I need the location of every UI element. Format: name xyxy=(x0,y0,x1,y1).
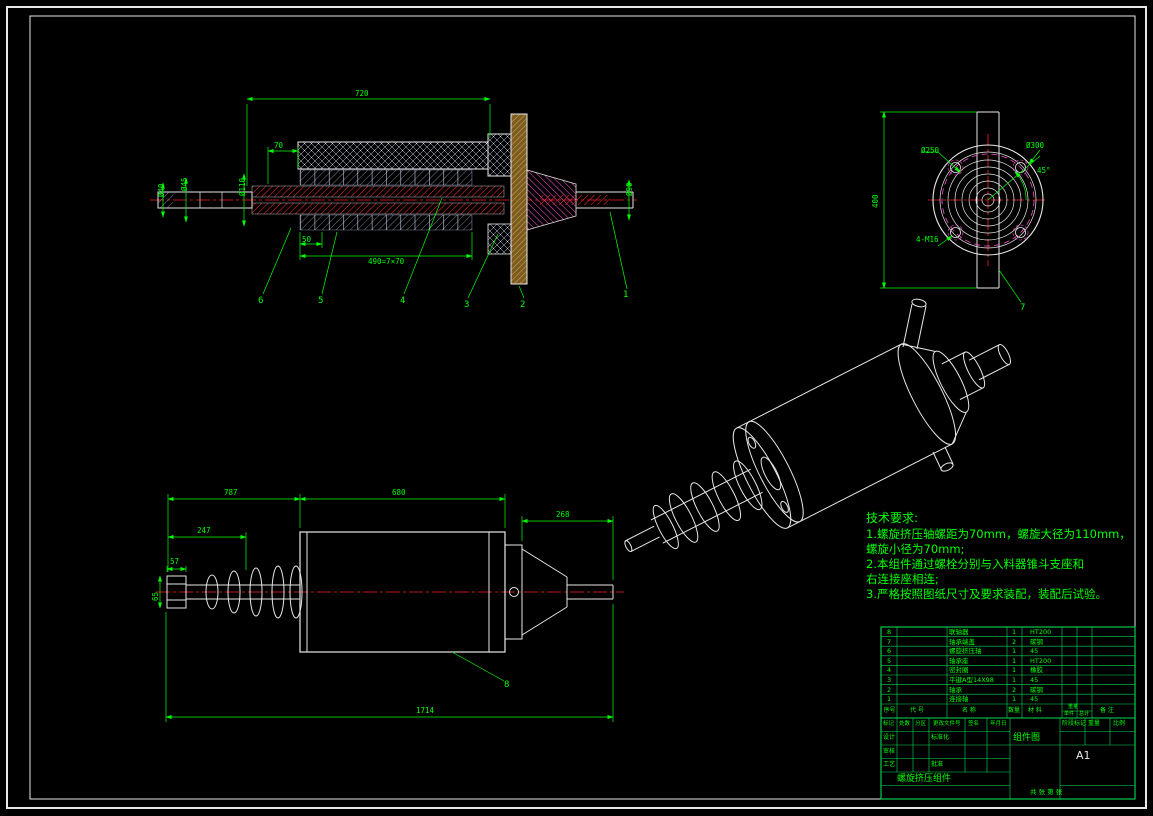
titleblock-part-name: 螺旋挤压组件 xyxy=(897,774,952,784)
side-view xyxy=(156,494,624,722)
shaft-core-upper xyxy=(251,185,505,198)
tech-requirements-title: 技术要求: xyxy=(866,511,919,525)
drawing-frame xyxy=(6,6,1147,809)
balloon-leaders xyxy=(262,197,628,299)
section-dimension-lines xyxy=(160,96,632,260)
tech-requirement-line: 1.螺旋挤压轴螺距为70mm，螺旋大径为110mm， xyxy=(866,527,1131,541)
titleblock-scale-label: 比例 xyxy=(1113,720,1126,727)
end-dimension-lines xyxy=(880,111,1041,289)
tech-requirement-line: 螺旋小径为70mm; xyxy=(866,542,965,556)
side-dimension-lines xyxy=(157,494,614,722)
tech-requirement-line: 3.严格按照图纸尺寸及要求装配，装配后试验。 xyxy=(866,587,1107,601)
titleblock-sheets-label: 共 张 第 张 xyxy=(1030,788,1063,796)
tech-requirement-line: 2.本组件通过螺栓分别与入料器锥斗支座和 xyxy=(866,557,1084,571)
balloon-7-leader xyxy=(998,269,1022,303)
iso-bottom-stub xyxy=(932,446,954,472)
tech-requirements-lines: 1.螺旋挤压轴螺距为70mm，螺旋大径为110mm，螺旋小径为70mm;2.本组… xyxy=(866,527,1146,602)
titleblock-stage-label: 阶段标记 xyxy=(1062,720,1087,727)
end-view xyxy=(880,111,1048,303)
titleblock-weight-label: 重量 xyxy=(1088,720,1101,727)
bom-titleblock-lines xyxy=(880,626,1136,800)
tech-requirement-line: 右连接座相连; xyxy=(866,572,939,586)
section-view xyxy=(150,96,637,299)
technical-requirements: 技术要求: 1.螺旋挤压轴螺距为70mm，螺旋大径为110mm，螺旋小径为70m… xyxy=(866,511,1146,602)
iso-top-pipe xyxy=(902,298,927,350)
titleblock-drawing-type: 组件图 xyxy=(1013,733,1041,743)
bolt-circle xyxy=(941,153,1035,247)
barrel-section xyxy=(297,141,489,170)
balloon-8-leader xyxy=(451,651,505,682)
flange-circles xyxy=(932,144,1044,256)
shaft-core-lower xyxy=(251,202,505,215)
titleblock-sheet-size: A1 xyxy=(1076,749,1091,762)
mounting-plate-section xyxy=(510,113,528,285)
isometric-view xyxy=(624,298,1011,553)
